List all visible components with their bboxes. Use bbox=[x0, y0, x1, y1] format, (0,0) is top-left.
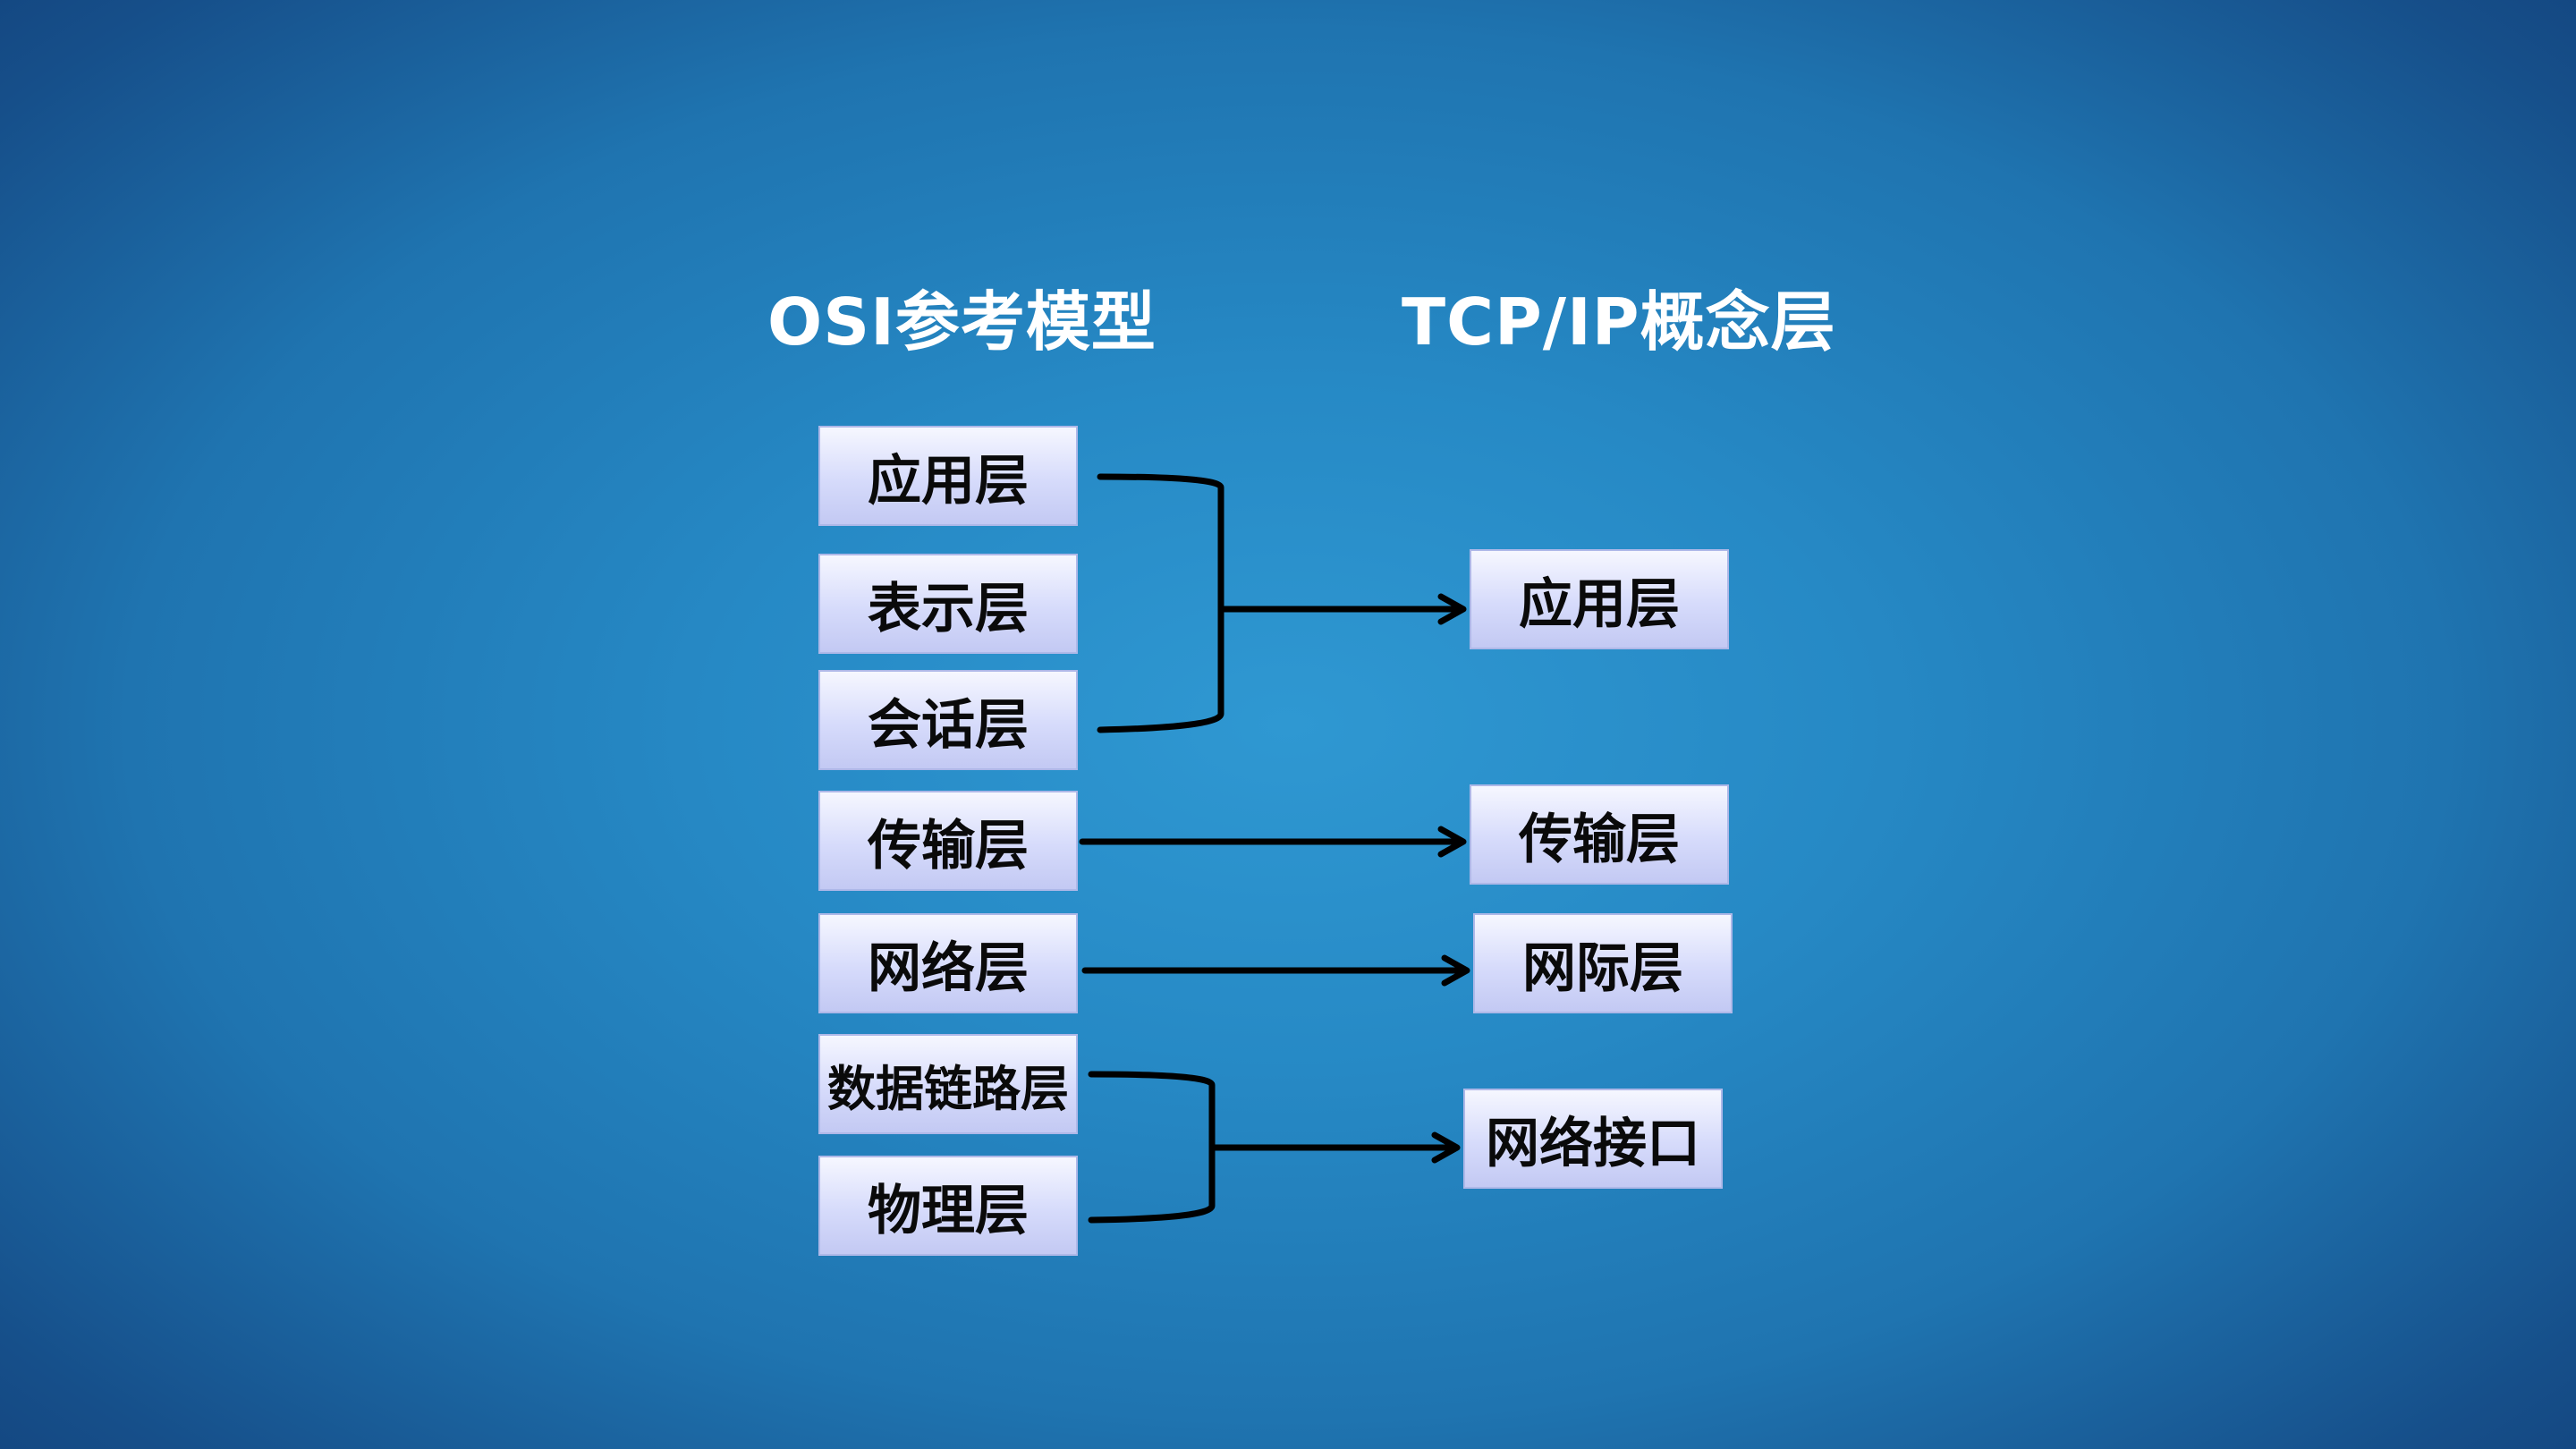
osi-transport-layer: 传输层 bbox=[818, 791, 1078, 891]
arrowhead-application bbox=[1437, 593, 1467, 625]
tcpip-transport-layer: 传输层 bbox=[1470, 784, 1729, 885]
osi-model-title: OSI参考模型 bbox=[767, 284, 1157, 360]
arrowhead-network bbox=[1441, 954, 1470, 987]
arrowhead-transport bbox=[1437, 826, 1467, 858]
osi-application-layer: 应用层 bbox=[818, 426, 1078, 526]
osi-session-layer: 会话层 bbox=[818, 670, 1078, 770]
tcpip-internet-layer: 网际层 bbox=[1473, 913, 1733, 1013]
tcpip-network-interface-layer: 网络接口 bbox=[1463, 1089, 1723, 1189]
bracket-upper-group bbox=[1097, 473, 1224, 733]
arrowhead-network-interface bbox=[1431, 1131, 1461, 1164]
osi-presentation-layer: 表示层 bbox=[818, 554, 1078, 654]
osi-data-link-layer: 数据链路层 bbox=[818, 1034, 1078, 1134]
bracket-lower-group bbox=[1088, 1071, 1216, 1224]
tcpip-model-title: TCP/IP概念层 bbox=[1402, 284, 1836, 360]
tcpip-application-layer: 应用层 bbox=[1470, 549, 1729, 649]
osi-physical-layer: 物理层 bbox=[818, 1156, 1078, 1256]
osi-network-layer: 网络层 bbox=[818, 913, 1078, 1013]
